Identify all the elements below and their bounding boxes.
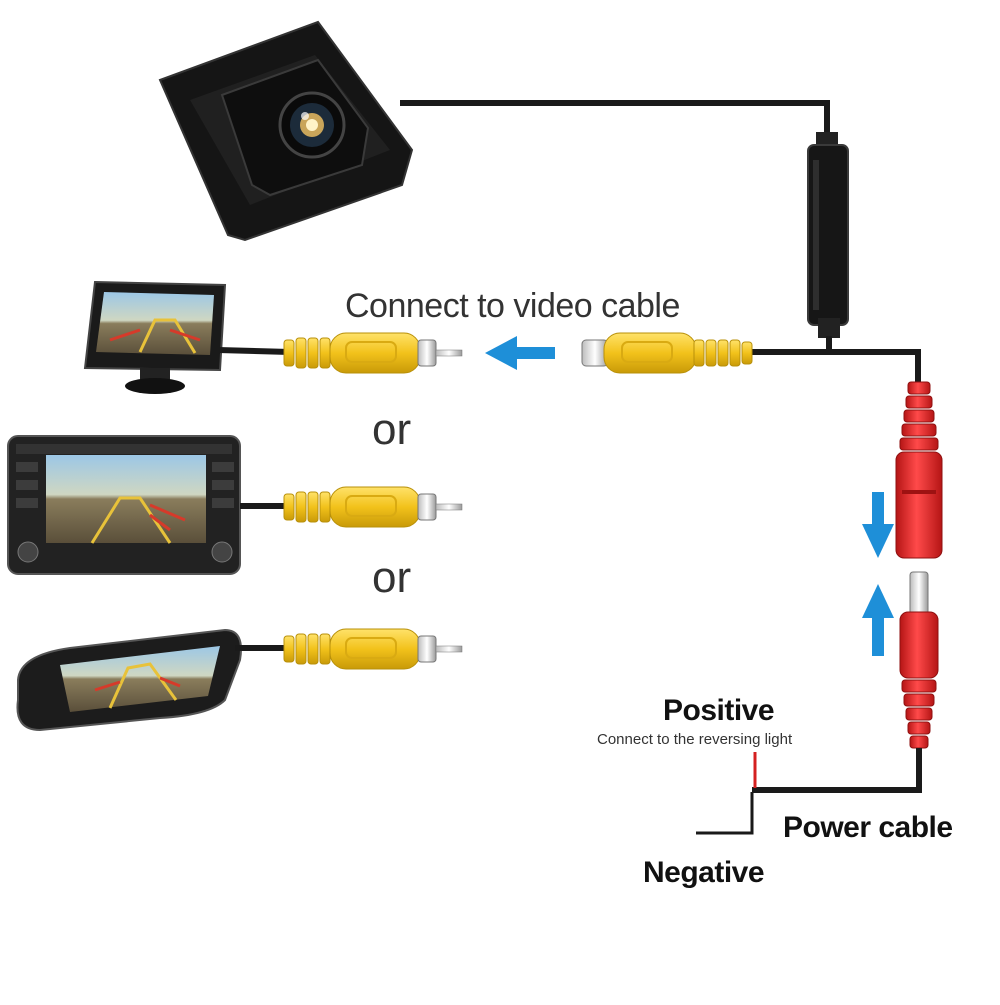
dvd-head-unit-icon [7,435,241,575]
arrow-left-icon [485,336,555,370]
power-cable-label: Power cable [783,811,953,844]
inline-module-icon [807,132,849,338]
dashboard-monitor-icon [83,280,227,394]
rear-view-mirror-monitor-icon [16,628,242,732]
negative-label: Negative [643,856,765,889]
or-label: or [372,553,412,602]
dc-power-female-connector-icon [895,381,943,559]
camera-icon [158,20,414,242]
dc-power-male-connector-icon [899,571,939,749]
female-rca-connector-icon [581,332,753,374]
male-rca-connector-icon [283,628,463,670]
male-rca-connector-icon [283,486,463,528]
arrow-down-icon [862,492,894,558]
or-label: or [372,405,412,454]
arrow-up-icon [862,584,894,656]
video-cable-label: Connect to video cable [345,287,680,325]
positive-label: Positive [663,694,775,727]
male-rca-connector-icon [283,332,463,374]
positive-sublabel: Connect to the reversing light [597,731,793,748]
